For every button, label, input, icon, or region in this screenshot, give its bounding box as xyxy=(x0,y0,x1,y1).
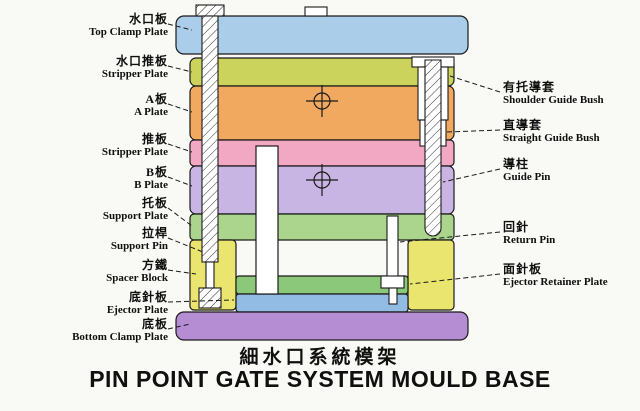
label-en: Straight Guide Bush xyxy=(503,132,600,144)
label-en: Guide Pin xyxy=(503,171,551,183)
bottom-clamp-plate xyxy=(175,311,469,341)
guide-pin xyxy=(424,59,442,237)
label-en: Support Pin xyxy=(110,240,168,252)
label-support-pin: 拉桿 Support Pin xyxy=(111,226,168,253)
label-zh: 有托導套 xyxy=(503,80,556,94)
label-zh: B板 xyxy=(145,165,168,179)
support-pin-neck xyxy=(205,261,215,291)
label-zh: 面針板 xyxy=(503,262,543,276)
label-en: A Plate xyxy=(134,106,168,118)
crosshair-mark-a-plate xyxy=(306,85,338,117)
label-stripper-plate-lower: 推板 Stripper Plate xyxy=(102,132,168,159)
leader-lines-left xyxy=(167,23,235,330)
label-en: Spacer Block xyxy=(106,272,168,284)
crosshair-mark-b-plate xyxy=(306,164,338,196)
label-ejector-retainer-plate: 面針板 Ejector Retainer Plate xyxy=(503,262,608,289)
label-en: Top Clamp Plate xyxy=(88,26,168,38)
label-en: Stripper Plate xyxy=(101,146,168,158)
label-en: Stripper Plate xyxy=(101,68,168,80)
label-zh: 直導套 xyxy=(503,118,543,132)
stop-screw xyxy=(388,287,398,305)
label-a-plate: A板 A Plate xyxy=(134,92,168,119)
label-en: Shoulder Guide Bush xyxy=(503,94,604,106)
support-plate xyxy=(189,213,455,241)
label-zh: 導柱 xyxy=(503,157,530,171)
label-guide-pin: 導柱 Guide Pin xyxy=(503,157,550,184)
label-zh: 水口推板 xyxy=(115,54,168,68)
label-en: Ejector Retainer Plate xyxy=(503,276,608,288)
support-pin-foot xyxy=(198,287,222,309)
label-en: Return Pin xyxy=(503,234,556,246)
label-zh: 回針 xyxy=(503,220,530,234)
ejector-plate xyxy=(235,293,409,313)
support-pin-head xyxy=(195,4,225,17)
return-pin-head xyxy=(380,275,405,289)
center-guide-column xyxy=(255,145,279,295)
label-top-clamp-plate: 水口板 Top Clamp Plate xyxy=(89,12,168,39)
label-stripper-plate-upper: 水口推板 Stripper Plate xyxy=(102,54,168,81)
label-zh: 推板 xyxy=(141,132,168,146)
label-zh: 方鐵 xyxy=(141,258,168,272)
label-zh: 水口板 xyxy=(128,12,168,26)
spacer-block-right xyxy=(407,239,455,311)
leader-lines-right xyxy=(399,75,501,285)
label-en: Bottom Clamp Plate xyxy=(72,331,168,343)
label-en: Ejector Plate xyxy=(106,304,168,316)
diagram-title-chinese: 細水口系統模架 xyxy=(239,347,401,368)
label-b-plate: B板 B Plate xyxy=(134,165,168,192)
label-ejector-plate: 底針板 Ejector Plate xyxy=(107,290,168,317)
sprue-pin-head xyxy=(304,6,328,17)
label-zh: 托板 xyxy=(141,196,168,210)
label-support-plate: 托板 Support Plate xyxy=(103,196,168,223)
diagram-title-english: PIN POINT GATE SYSTEM MOULD BASE xyxy=(89,366,551,392)
top-clamp-plate xyxy=(175,15,469,55)
label-zh: A板 xyxy=(145,92,168,106)
label-shoulder-guide-bush: 有托導套 Shoulder Guide Bush xyxy=(503,80,604,107)
label-straight-guide-bush: 直導套 Straight Guide Bush xyxy=(503,118,600,145)
label-zh: 底針板 xyxy=(128,290,168,304)
support-pin-shaft xyxy=(201,15,219,263)
label-spacer-block: 方鐵 Spacer Block xyxy=(106,258,168,285)
label-en: Support Plate xyxy=(102,210,168,222)
stripper-plate-lower xyxy=(189,139,455,167)
return-pin-shaft xyxy=(386,215,399,279)
label-zh: 拉桿 xyxy=(141,226,168,240)
label-en: B Plate xyxy=(134,179,168,191)
label-zh: 底板 xyxy=(141,317,168,331)
label-return-pin: 回針 Return Pin xyxy=(503,220,555,247)
label-bottom-clamp-plate: 底板 Bottom Clamp Plate xyxy=(72,317,168,344)
